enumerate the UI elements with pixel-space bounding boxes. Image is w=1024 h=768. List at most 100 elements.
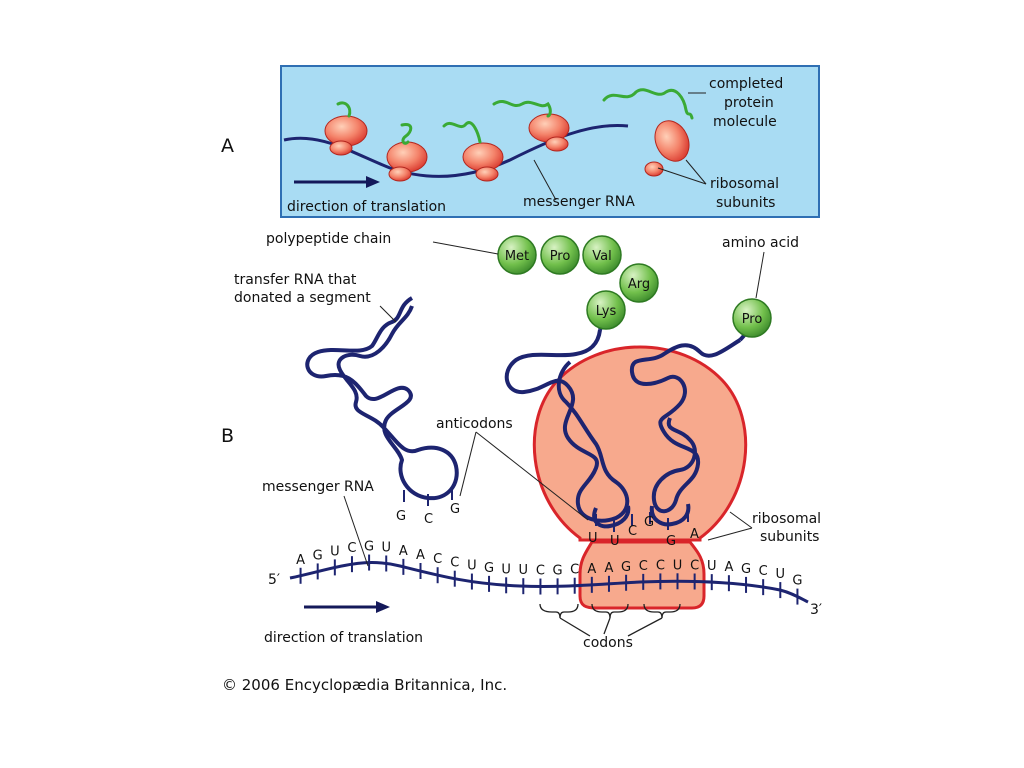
panel-b-leader-lines [343,241,765,567]
panel-a-label-protein-1: completed [709,76,783,92]
mrna-base: G [364,540,374,555]
trna-bound-2-base-3: A [690,527,699,542]
mrna-base: U [519,563,529,578]
mrna-base: C [433,552,442,567]
trna-donated-base-3: G [450,502,460,517]
trna-bound-1-base-2: U [610,534,620,549]
label-amino-acid: amino acid [722,235,799,251]
codon-brace [539,603,579,619]
mrna-base: U [330,544,340,559]
trna-bound-2 [629,338,742,514]
panel-b-label-direction: direction of translation [264,630,423,646]
mrna-base: U [776,567,786,582]
label-trna-2: donated a segment [234,290,371,306]
label-polypeptide-chain: polypeptide chain [266,231,391,247]
label-codons: codons [583,635,633,651]
mrna-base: G [792,574,802,589]
amino-acid-met: Met [497,235,537,275]
trna-bound-anticodon-ticks [595,510,689,532]
amino-acid-lys: Lys [586,290,626,330]
trna-donated [305,296,459,501]
panel-b-direction-arrow [304,601,390,613]
svg-text:Met: Met [505,249,529,264]
mrna-base: C [759,564,768,579]
panel-a-direction-arrow [294,176,380,188]
trna-bound-1-base-3: C [628,524,637,539]
panel-a-letter: A [221,135,234,157]
trna-bound-1-base-1: U [588,531,598,546]
trna-bound-1-anticodon-loop [592,505,631,529]
mrna-base: G [553,563,563,578]
protein-chain-short [336,101,352,118]
ribosome-detached-small [644,161,664,177]
label-5-prime: 5′ [268,572,280,588]
mrna-base: A [296,553,305,568]
svg-text:Val: Val [592,249,611,264]
mrna-base: C [570,563,579,578]
trna-donated-anticodon-ticks [403,488,453,506]
label-messenger-rna: messenger RNA [262,479,374,495]
label-ribosomal-2: subunits [760,529,819,545]
svg-text:Arg: Arg [628,277,650,292]
mrna-base: G [484,561,494,576]
mrna-base: C [347,541,356,556]
mrna-base: A [587,562,596,577]
mrna-base: U [501,562,511,577]
panel-a-label-direction: direction of translation [287,199,446,215]
amino-acid-val: Val [582,235,622,275]
protein-chain-long [492,99,552,118]
mrna-base: U [381,540,391,555]
panel-a-label-protein-3: molecule [713,114,777,130]
mrna-base: G [621,560,631,575]
panel-a-label-ribosomal-1: ribosomal [710,176,779,192]
mrna-base: C [536,564,545,579]
mrna-base: C [639,559,648,574]
mrna-base: G [741,562,751,577]
ribosome-large-subunit [386,141,428,173]
panel-a-label-ribosomal-2: subunits [716,195,775,211]
panel-a-label-mrna: messenger RNA [523,194,635,210]
ribosome-small-subunit [329,140,353,156]
amino-acid-arg: Arg [619,263,659,303]
ribosome-small-subunit [475,166,499,182]
protein-chain [400,122,413,145]
mrna-base: C [690,559,699,574]
mrna-base: U [673,558,683,573]
mrna-base: A [416,548,425,563]
mrna-base: A [399,544,408,559]
mrna-base: C [450,556,459,571]
label-anticodons: anticodons [436,416,513,432]
svg-text:Pro: Pro [742,312,763,327]
amino-acid-pro: Pro [540,235,580,275]
panel-a-label-protein-2: protein [724,95,774,111]
ribosome-small-subunit [388,166,412,182]
mrna-ticks [299,554,799,605]
panel-a: A [221,65,820,218]
label-trna-1: transfer RNA that [234,272,357,288]
panel-a-ribosomes [324,113,690,182]
svg-text:Lys: Lys [596,304,617,319]
mrna-base: A [605,561,614,576]
protein-chain-completed [602,88,694,120]
polypeptide-chain: Met Pro Val Arg Lys [497,235,659,330]
codon-braces [539,603,681,637]
trna-bound-1 [504,329,630,523]
mrna-base: U [707,559,717,574]
mrna-base: G [313,548,323,563]
ribosome-detached-large [654,120,690,162]
trna-bound-2-base-1: G [644,515,654,530]
amino-acid-pro-incoming: Pro [732,298,772,338]
copyright-text: © 2006 Encyclopædia Britannica, Inc. [222,676,507,694]
label-ribosomal-1: ribosomal [752,511,821,527]
svg-text:Pro: Pro [550,249,571,264]
protein-chain [442,121,482,144]
panel-a-leader-lines [533,92,707,201]
ribosome-large-subunit [462,142,504,172]
mrna-base: A [724,560,733,575]
trna-donated-base-2: C [424,512,433,527]
panel-a-protein-chains [336,88,694,145]
panel-b-letter: B [221,425,234,447]
